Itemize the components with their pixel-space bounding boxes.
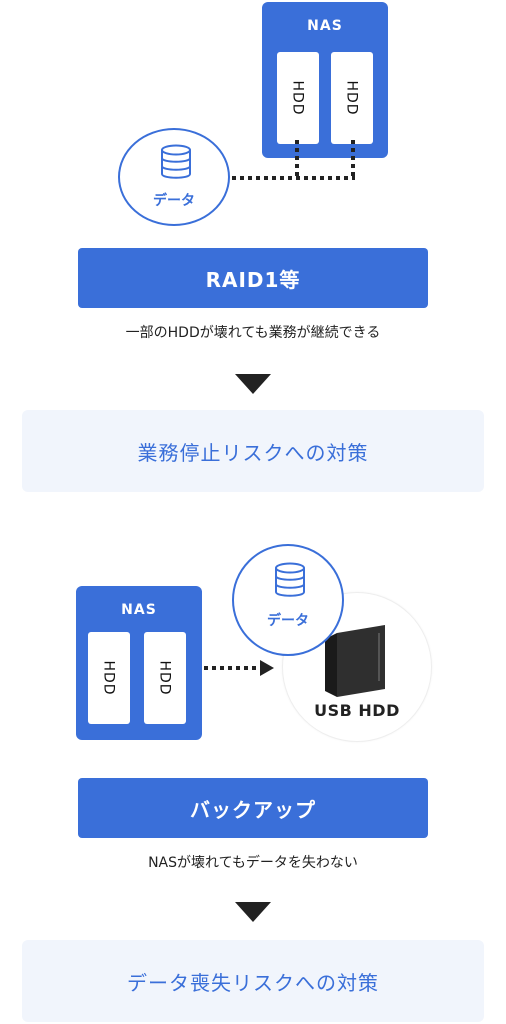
usb-hdd-label: USB HDD: [314, 701, 400, 720]
nas-box: NAS HDD HDD: [262, 2, 388, 158]
triangle-down-icon: [235, 374, 271, 394]
data-label: データ: [153, 193, 195, 209]
arrow-right-icon: [204, 660, 274, 676]
hdd-slot: HDD: [331, 52, 373, 144]
hdd-slot: HDD: [88, 632, 130, 724]
connector-lines: [232, 140, 355, 180]
usb-hdd-icon: [325, 625, 385, 697]
data-circle: データ: [232, 544, 344, 656]
nas-label: NAS: [307, 18, 343, 34]
database-icon: [275, 562, 305, 597]
backup-banner: バックアップ: [78, 778, 428, 838]
usb-hdd-circle: USB HDD: [282, 592, 432, 742]
result-box: 業務停止リスクへの対策: [22, 410, 484, 492]
backup-caption: NASが壊れてもデータを失わない: [148, 855, 358, 871]
triangle-down-icon: [235, 902, 271, 922]
hdd-label: HDD: [101, 660, 117, 696]
data-circle: データ: [118, 128, 230, 226]
data-label: データ: [267, 613, 309, 629]
hdd-slot: HDD: [277, 52, 319, 144]
raid-banner: RAID1等: [78, 248, 428, 308]
nas-label: NAS: [121, 602, 157, 618]
hdd-slot: HDD: [144, 632, 186, 724]
database-icon: [161, 144, 191, 179]
nas-box: NAS HDD HDD: [76, 586, 202, 740]
hdd-label: HDD: [157, 660, 173, 696]
raid-caption: 一部のHDDが壊れても業務が継続できる: [125, 325, 381, 341]
result-box: データ喪失リスクへの対策: [22, 940, 484, 1022]
